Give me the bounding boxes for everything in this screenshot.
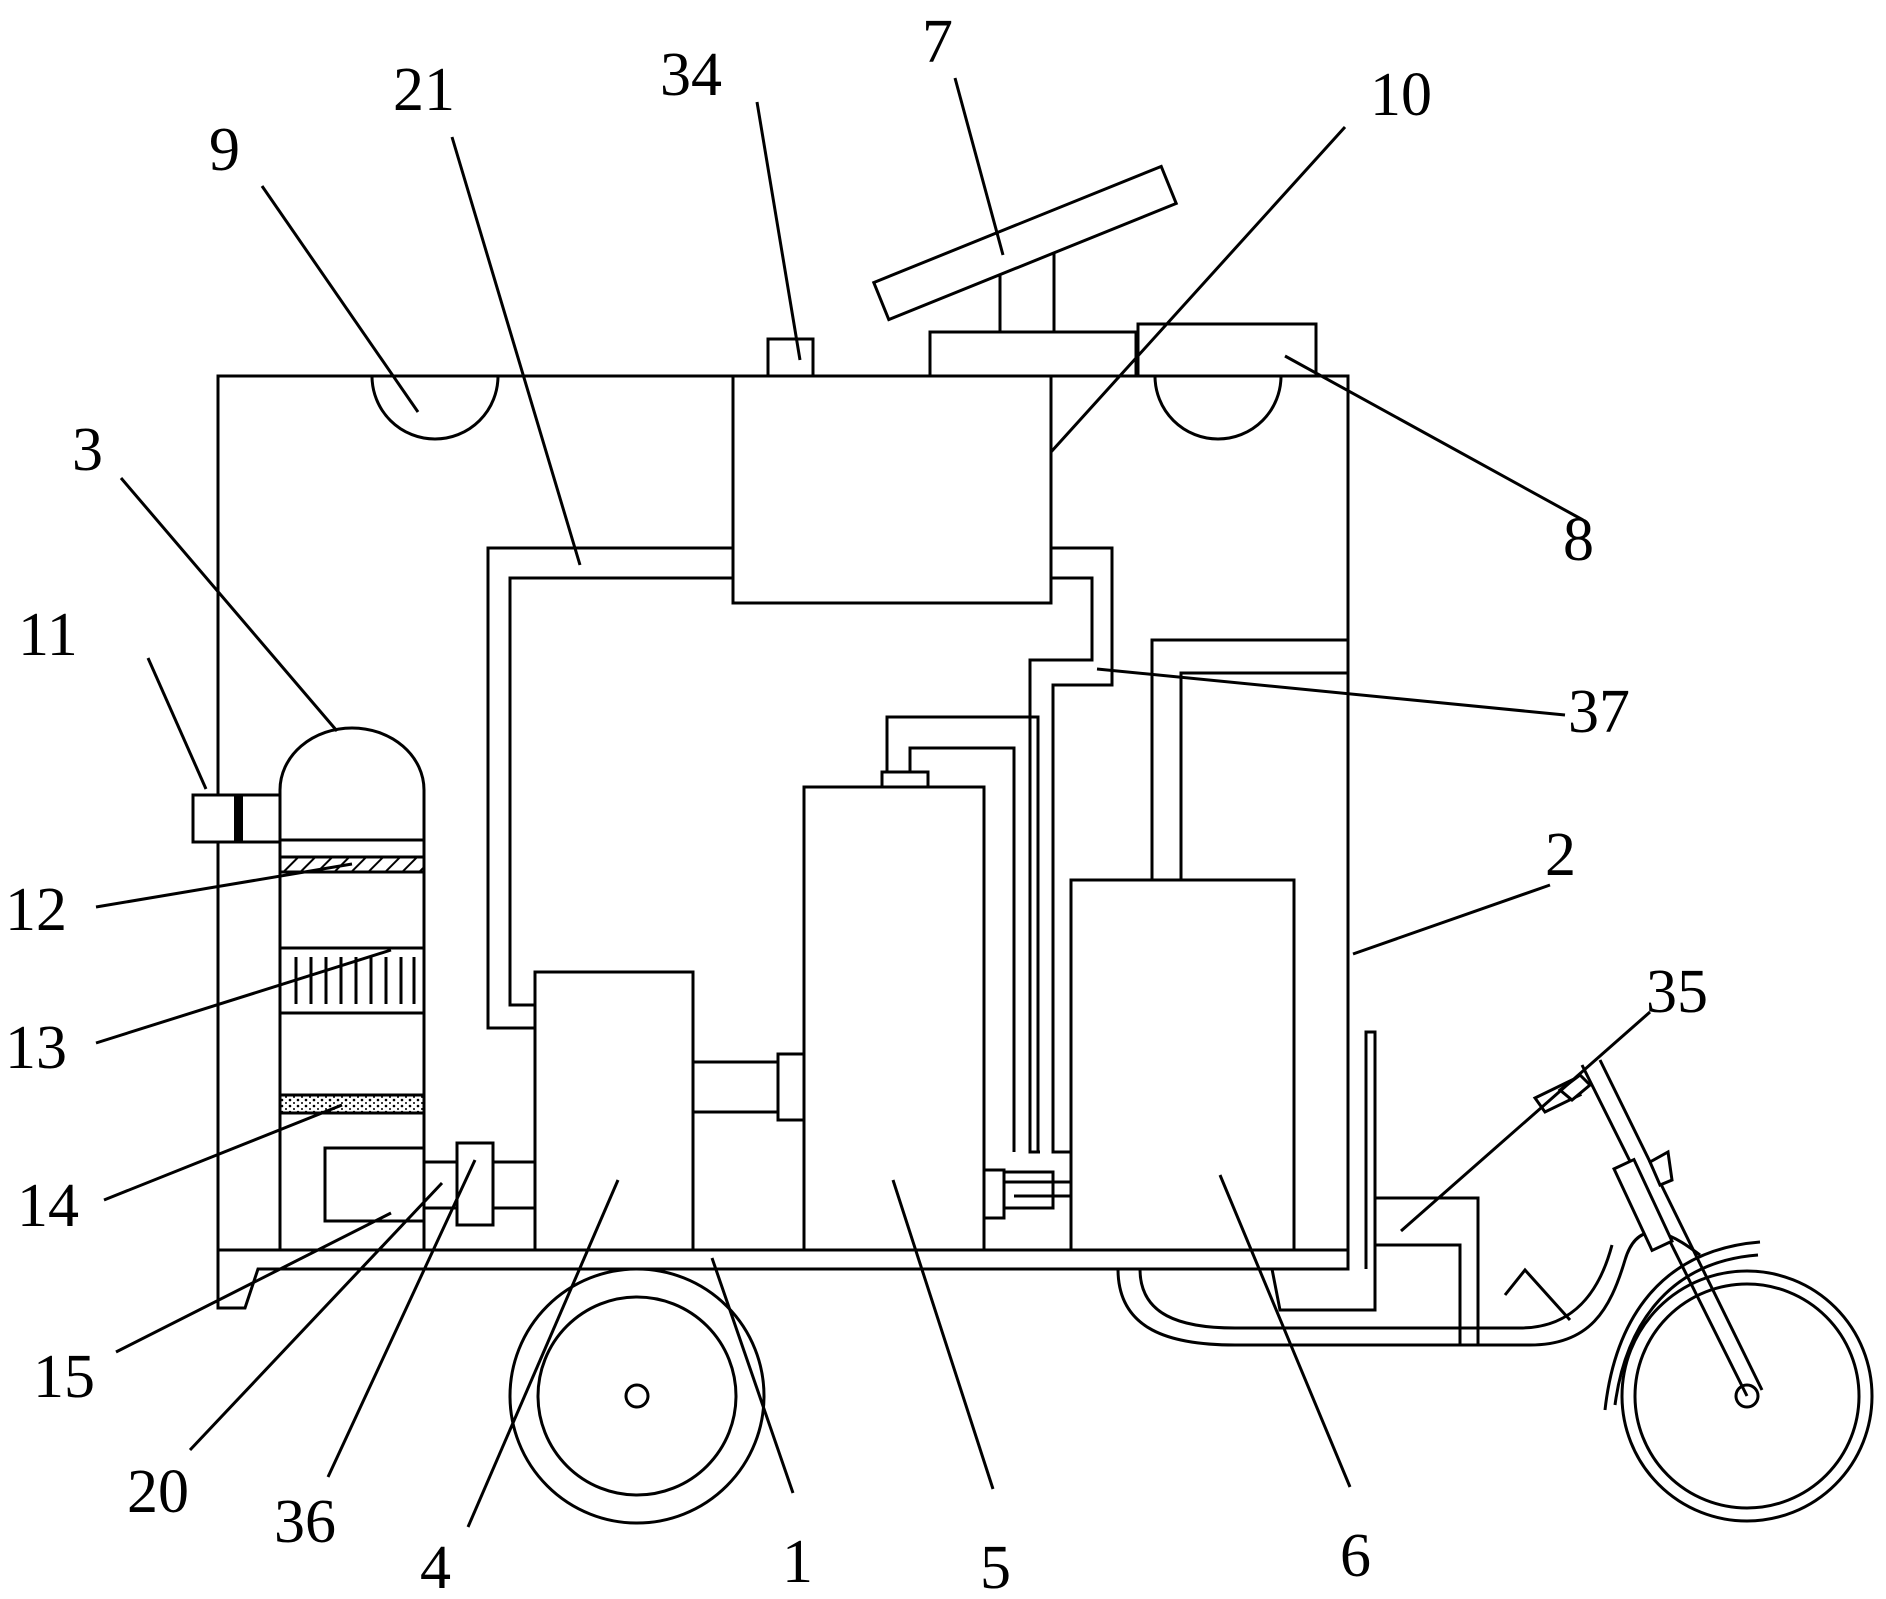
lamp-left: [370, 375, 500, 441]
control-box: [731, 374, 1053, 605]
solar-panel: [871, 164, 1179, 322]
rear-wheel: [508, 1267, 766, 1525]
label-37: 37: [1568, 678, 1630, 746]
label-1: 1: [782, 1528, 813, 1596]
label-35: 35: [1646, 958, 1708, 1026]
lamp-right: [1153, 375, 1283, 441]
top-sensor: [766, 337, 815, 378]
pipe-37: [1028, 546, 1114, 1154]
label-3: 3: [72, 416, 103, 484]
label-9: 9: [209, 116, 240, 184]
label-21: 21: [393, 56, 455, 124]
solar-base: [928, 330, 1138, 378]
label-5: 5: [980, 1534, 1011, 1599]
blower-15: [323, 1146, 426, 1223]
top-box-8: [1136, 322, 1318, 378]
label-14: 14: [17, 1172, 79, 1240]
label-4: 4: [420, 1534, 451, 1599]
filter-layer-14: [278, 1093, 426, 1115]
label-20: 20: [127, 1458, 189, 1526]
label-7: 7: [922, 8, 953, 76]
leader-lines: [95, 77, 1651, 1528]
filter-column: [278, 726, 426, 1250]
label-2: 2: [1545, 821, 1576, 889]
label-15: 15: [33, 1343, 95, 1411]
label-6: 6: [1340, 1522, 1371, 1590]
tank-6: [1069, 878, 1296, 1252]
chassis-base: [216, 1030, 1377, 1312]
label-36: 36: [274, 1488, 336, 1556]
label-10: 10: [1370, 61, 1432, 129]
label-13: 13: [5, 1014, 67, 1082]
label-11: 11: [18, 601, 78, 669]
label-12: 12: [5, 876, 67, 944]
part-labels: 1 2 3 4 5 6 7 8 9 10 11 12 13 14 15 20 2…: [5, 8, 1708, 1599]
motorbike-front: [1116, 1059, 1874, 1523]
pipe-21: [486, 546, 733, 1030]
label-8: 8: [1563, 506, 1594, 574]
pump-4: [533, 970, 695, 1252]
label-34: 34: [660, 41, 722, 109]
